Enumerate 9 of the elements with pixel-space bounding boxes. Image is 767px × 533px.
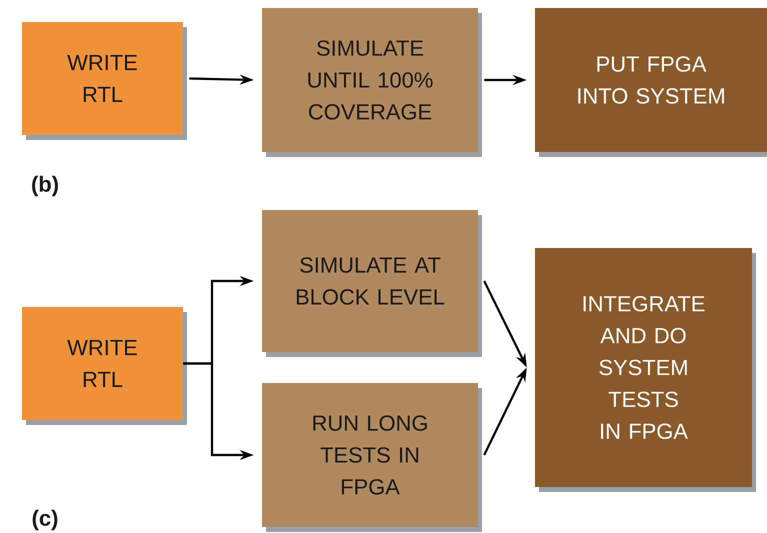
process-box: WRITE RTL [22, 306, 187, 425]
process-box: SIMULATE AT BLOCK LEVEL [262, 210, 482, 357]
panel-label: (c) [32, 510, 58, 530]
process-box: INTEGRATE AND DO SYSTEM TESTS IN FPGA [535, 248, 756, 492]
panel-label: (b) [32, 176, 58, 196]
process-box: WRITE RTL [22, 22, 187, 140]
process-box: SIMULATE UNTIL 100% COVERAGE [262, 8, 482, 157]
process-box: PUT FPGA INTO SYSTEM [535, 8, 767, 157]
process-box: RUN LONG TESTS IN FPGA [262, 382, 482, 532]
